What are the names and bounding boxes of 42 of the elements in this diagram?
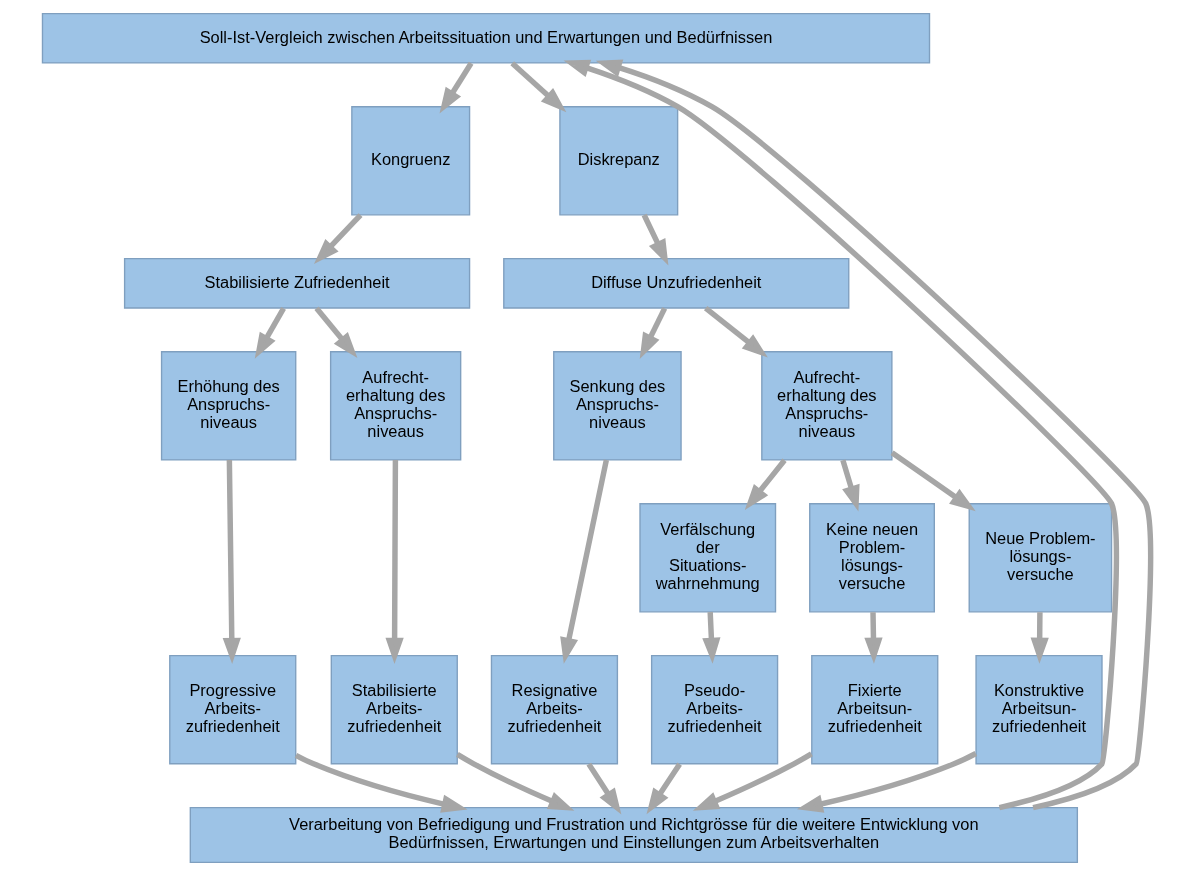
node-box: Aufrecht- erhaltung des Anspruchs- niveaus <box>760 351 893 461</box>
arrow <box>744 458 787 511</box>
node-box: Diffuse Unzufriedenheit <box>502 258 849 309</box>
arrow <box>1030 612 1049 664</box>
arrow <box>559 459 609 664</box>
node-box: Soll-Ist-Vergleich zwischen Arbeitssituation und Erwartungen und Bedürfnissen <box>41 12 930 64</box>
arrow <box>701 612 720 664</box>
node-box: Keine neuen Problem- lösungs- versuche <box>808 503 935 613</box>
node-box: Pseudo- Arbeits- zufriedenheit <box>650 654 778 765</box>
arrow <box>692 751 813 811</box>
node-box: Aufrecht- erhaltung des Anspruchs- niveaus <box>329 351 461 461</box>
arrow <box>639 307 667 360</box>
node-box: Konstruktive Arbeitsun- zufriedenheit <box>974 654 1103 765</box>
arrow <box>703 305 768 358</box>
node-box: Stabilisierte Zufriedenheit <box>123 258 470 309</box>
node-box: Verarbeitung von Befriedigung und Frustration und Richtgrösse für die weitere Entwicklung von Bedürfnissen, Erwartungen und Einstellungen zum Arbeitsverhalten <box>189 806 1078 864</box>
node-box: Kongruenz <box>350 106 470 216</box>
arrow <box>641 213 668 266</box>
node-box: Neue Problem- lösungs- versuche <box>968 503 1112 613</box>
arrow <box>313 306 357 358</box>
arrow <box>509 61 566 113</box>
arrow <box>222 459 241 664</box>
arrow <box>294 752 468 813</box>
node-box: Progressive Arbeits- zufriedenheit <box>168 654 296 765</box>
node-box: Resignative Arbeits- zufriedenheit <box>490 654 618 765</box>
arrow <box>586 762 621 815</box>
arrow <box>313 213 363 265</box>
arrow <box>385 460 404 664</box>
arrow <box>890 450 976 512</box>
arrow <box>646 762 682 815</box>
arrow <box>439 61 473 114</box>
node-box: Erhöhung des Anspruchs- niveaus <box>160 351 296 461</box>
arrow <box>863 612 883 664</box>
arrow <box>254 307 286 359</box>
node-box: Senkung des Anspruchs- niveaus <box>552 351 682 461</box>
arrow <box>839 459 860 512</box>
node-box: Diskrepanz <box>558 106 678 216</box>
node-box: Fixierte Arbeitsun- zufriedenheit <box>810 654 938 765</box>
arrow <box>796 751 977 813</box>
node-box: Stabilisierte Arbeits- zufriedenheit <box>330 654 458 765</box>
arrow <box>455 752 574 811</box>
node-box: Verfälschung der Situations- wahrnehmung <box>638 503 776 613</box>
